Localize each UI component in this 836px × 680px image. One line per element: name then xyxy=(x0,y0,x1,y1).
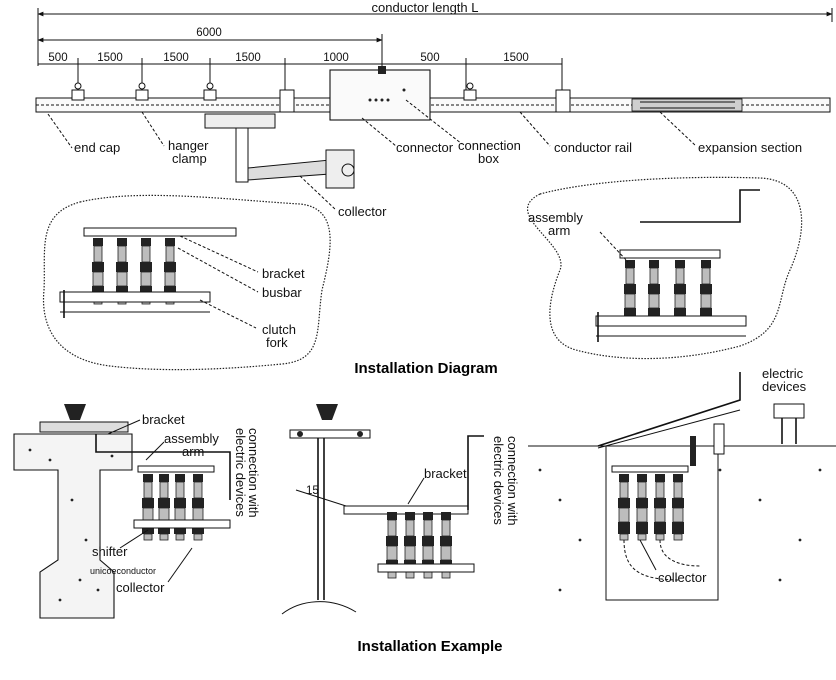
dim-segment-1: 500 xyxy=(48,52,67,64)
diagram-left: bracket busbar clutch fork xyxy=(42,194,331,371)
example-1: bracket assembly arm connection with ele… xyxy=(13,404,261,619)
ex1-label-arm: arm xyxy=(182,444,204,459)
conductor-length-label: conductor length L xyxy=(372,0,479,15)
dim-segment-7: 1500 xyxy=(503,52,529,64)
ex1-label-collector: collector xyxy=(116,580,165,595)
label-expansion-section: expansion section xyxy=(698,140,802,155)
label-busbar: busbar xyxy=(262,285,302,300)
dim-segment-2: 1500 xyxy=(97,52,123,64)
label-hanger: hanger xyxy=(168,138,209,153)
label-fork: fork xyxy=(266,335,288,350)
ex2-label-electric-devices: electric devices xyxy=(491,436,506,525)
label-end-cap: end cap xyxy=(74,140,120,155)
label-assembly: assembly xyxy=(528,210,583,225)
label-bracket: bracket xyxy=(262,266,305,281)
ex3-label-electric: electric xyxy=(762,366,804,381)
label-collector: collector xyxy=(338,204,387,219)
ex2-label-bracket: bracket xyxy=(424,466,467,481)
ex1-label-shifter: shifter xyxy=(92,544,128,559)
label-clamp: clamp xyxy=(172,151,207,166)
top-rail-section: conductor length L 6000 500 1500 1500 15… xyxy=(35,0,833,219)
ex1-label-bracket: bracket xyxy=(142,412,185,427)
label-box: box xyxy=(478,151,499,166)
label-connector: connector xyxy=(396,140,454,155)
ex1-label-connection-with: connection with xyxy=(246,428,261,518)
overall-dim-6000: 6000 xyxy=(196,27,222,39)
dim-segment-5: 1000 xyxy=(323,52,349,64)
installation-example-title: Installation Example xyxy=(357,638,502,655)
ex1-label-assembly: assembly xyxy=(164,431,219,446)
dim-segment-4: 1500 xyxy=(235,52,261,64)
dim-segment-3: 1500 xyxy=(163,52,189,64)
example-2: 15 bracket connection with electric devi… xyxy=(281,404,520,615)
label-conductor-rail: conductor rail xyxy=(554,140,632,155)
label-connection: connection xyxy=(458,138,521,153)
label-clutch: clutch xyxy=(262,322,296,337)
dim-segment-6: 500 xyxy=(420,52,439,64)
ex3-label-devices: devices xyxy=(762,379,807,394)
diagram-right: assembly arm xyxy=(526,176,803,360)
ex1-label-electric-devices: electric devices xyxy=(233,428,248,517)
label-arm: arm xyxy=(548,223,570,238)
example-3: electric devices collector xyxy=(528,366,836,601)
ex2-label-connection-with: connection with xyxy=(505,436,520,526)
installation-diagram-title: Installation Diagram xyxy=(354,360,497,377)
ex2-angle: 15 xyxy=(306,485,319,497)
ex1-label-unicoeconductor: unicoeconductor xyxy=(90,566,156,576)
ex3-label-collector: collector xyxy=(658,570,707,585)
